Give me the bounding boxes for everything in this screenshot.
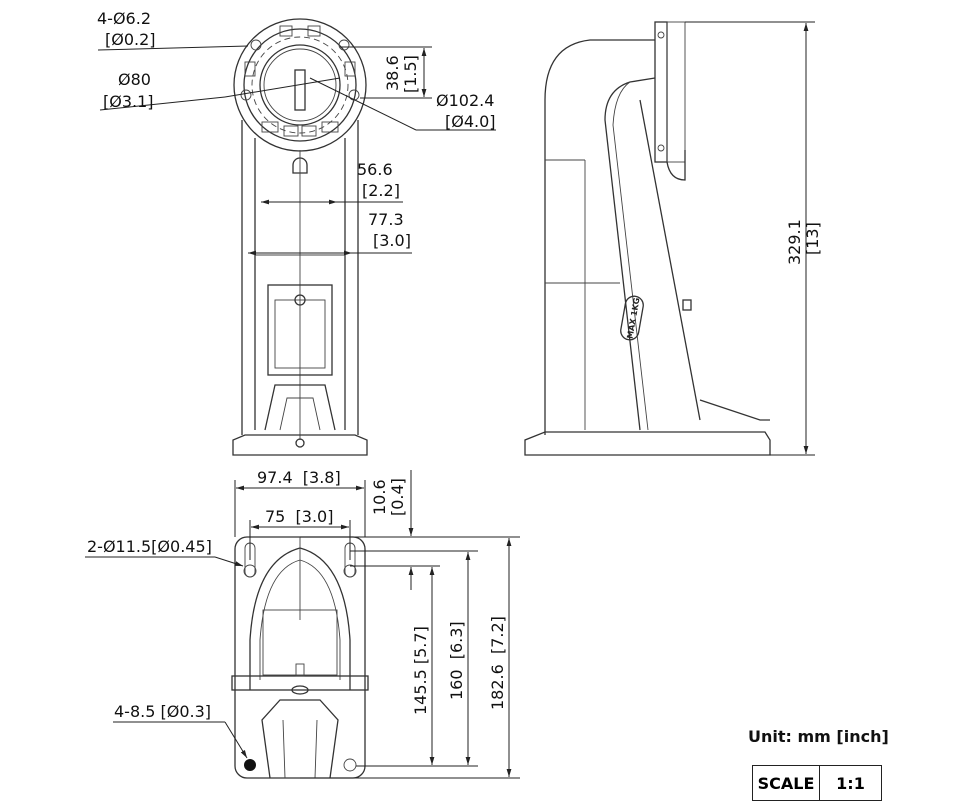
dim-145: 145.5 [5.7] (411, 626, 430, 715)
dim-182: 182.6 [7.2] (488, 616, 507, 710)
hole-label-inch: [Ø0.2] (105, 30, 156, 49)
inner-ring (259, 44, 341, 126)
bottom-view (231, 536, 369, 779)
top-offset-inch: [0.4] (388, 478, 407, 516)
hole-label: 4-Ø6.2 (97, 9, 151, 28)
offset-dim: 38.6 (383, 55, 402, 91)
slot-label: 2-Ø11.5[Ø0.45] (87, 537, 212, 556)
mount-hole-filled (244, 759, 256, 771)
inner-diameter: Ø80 (118, 70, 151, 89)
hole-label: 4-8.5 [Ø0.3] (114, 702, 211, 721)
clamp-bar (231, 675, 369, 691)
load-tag: MAX 1KG (620, 295, 644, 341)
inner-diameter-inch: [Ø3.1] (103, 92, 154, 111)
wall-plate (654, 21, 668, 163)
hole-spacing: 75 [3.0] (265, 507, 333, 526)
top-offset: 10.6 (370, 479, 389, 515)
scale-box: SCALE 1:1 (752, 765, 882, 801)
outer-width-inch: [3.0] (373, 231, 411, 250)
plate-width: 97.4 [3.8] (257, 468, 341, 487)
offset-dim-inch: [1.5] (401, 55, 420, 93)
scale-value: 1:1 (836, 773, 865, 793)
inner-width: 56.6 (357, 160, 393, 179)
outer-diameter-inch: [Ø4.0] (445, 112, 496, 131)
side-view: MAX 1KG 329.1 [13] (524, 21, 822, 456)
scale-label: SCALE (753, 766, 820, 800)
outer-diameter: Ø102.4 (436, 91, 494, 110)
dim-160: 160 [6.3] (447, 621, 466, 700)
top-view (232, 18, 368, 456)
top-view-dimensions: 4-Ø6.2 [Ø0.2] Ø80 [Ø3.1] Ø102.4 [Ø4.0] 3… (97, 9, 496, 256)
outer-width: 77.3 (368, 210, 404, 229)
height-dim-inch: [13] (803, 222, 822, 255)
unit-label: Unit: mm [inch] (748, 727, 889, 746)
height-dim: 329.1 (785, 219, 804, 265)
side-base (524, 431, 771, 456)
bottom-view-dimensions: 97.4 [3.8] 75 [3.0] 10.6 [0.4] 2-Ø11.5[Ø… (85, 468, 520, 779)
inner-width-inch: [2.2] (362, 181, 400, 200)
